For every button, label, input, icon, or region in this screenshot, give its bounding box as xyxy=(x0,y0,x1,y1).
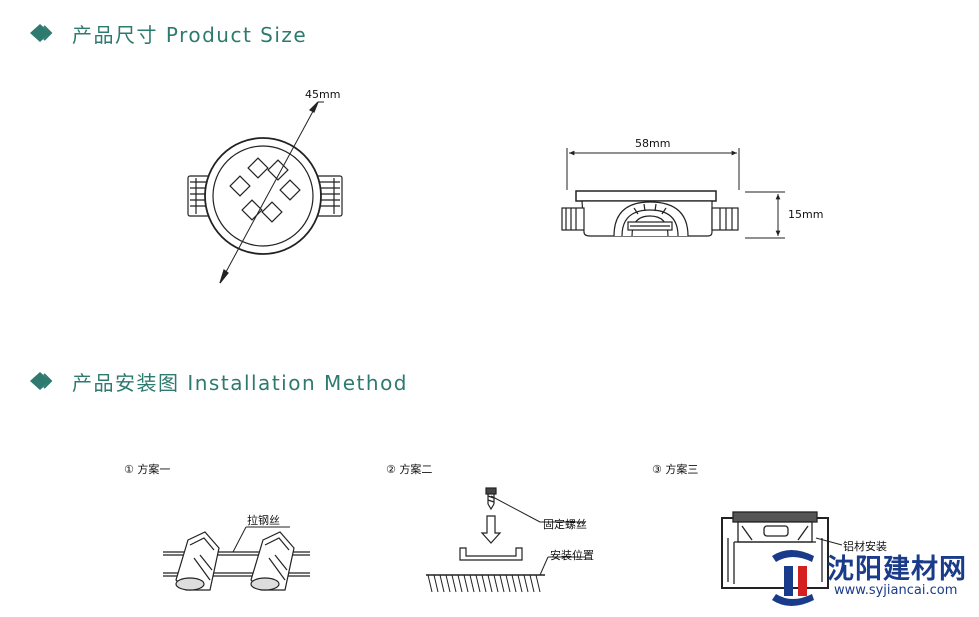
watermark-url: www.syjiancai.com xyxy=(834,583,958,598)
method3-label: ③ 方案三 xyxy=(652,463,699,476)
method1-wire-diagram xyxy=(163,526,310,591)
method2-callout-screw: 固定螺丝 xyxy=(543,518,587,531)
method3-callout: 铝材安装 xyxy=(843,540,887,553)
watermark: 沈阳建材网 www.syjiancai.com xyxy=(764,543,974,605)
watermark-logo-icon xyxy=(772,550,814,606)
method2-callout-position: 安装位置 xyxy=(550,549,594,562)
method2-screw-diagram xyxy=(426,487,585,576)
diamond-icon xyxy=(30,24,53,42)
method2-label: ② 方案二 xyxy=(386,463,433,476)
dimension-width: 58mm xyxy=(635,137,671,150)
module-top-view xyxy=(187,101,343,284)
diamond-icon xyxy=(30,372,53,390)
dimension-diameter: 45mm xyxy=(305,88,341,101)
method1-callout: 拉钢丝 xyxy=(247,514,280,527)
section-title: 产品尺寸 Product Size xyxy=(72,22,308,47)
module-side-view xyxy=(561,148,785,239)
method3-profile-diagram xyxy=(721,511,843,589)
ground-hatch xyxy=(427,574,541,593)
dimension-height: 15mm xyxy=(788,208,824,221)
section-title: 产品安装图 Installation Method xyxy=(72,370,408,395)
watermark-name: 沈阳建材网 xyxy=(827,554,967,585)
section-header-product-size: 产品尺寸 Product Size xyxy=(28,18,307,48)
section-header-installation: 产品安装图 Installation Method xyxy=(28,366,408,396)
method1-label: ① 方案一 xyxy=(124,463,171,476)
